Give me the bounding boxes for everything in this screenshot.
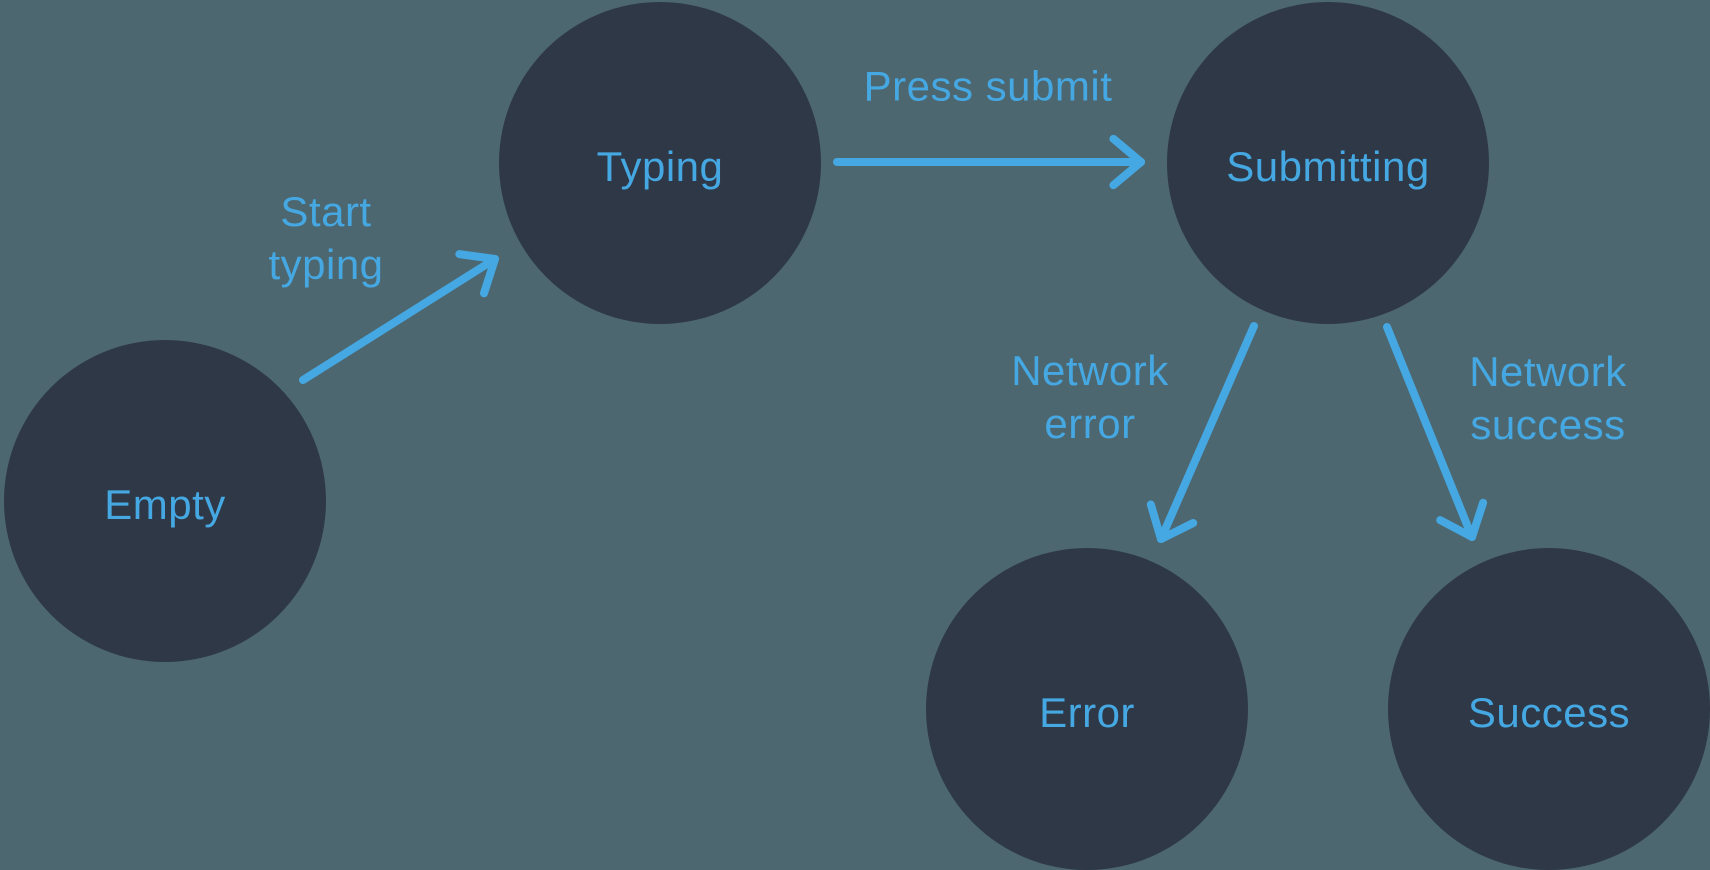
arrow-network-success bbox=[1383, 323, 1488, 541]
edge-label-line: typing bbox=[268, 241, 384, 288]
state-node-success-label: Success bbox=[1467, 689, 1631, 736]
arrow-press-submit bbox=[833, 134, 1145, 190]
edge-label-line: success bbox=[1470, 401, 1626, 448]
state-node-submitting-label: Submitting bbox=[1226, 143, 1430, 190]
arrow-start-typing bbox=[299, 250, 499, 384]
arrow-network-error bbox=[1146, 322, 1258, 543]
state-node-empty-label: Empty bbox=[104, 481, 226, 528]
edge-label-start-typing: Start typing bbox=[268, 185, 383, 291]
edge-label-network-error: Network error bbox=[1011, 344, 1169, 450]
state-node-empty: Empty bbox=[4, 340, 326, 662]
state-node-error-label: Error bbox=[1039, 689, 1135, 736]
state-node-typing: Typing bbox=[499, 2, 821, 324]
edge-label-line: Network bbox=[1469, 348, 1627, 395]
edge-label-line: Network bbox=[1011, 347, 1169, 394]
edge-label-line: Press submit bbox=[863, 62, 1113, 110]
state-node-success: Success bbox=[1388, 548, 1710, 870]
state-node-error: Error bbox=[926, 548, 1248, 870]
state-node-typing-label: Typing bbox=[596, 143, 724, 190]
edge-label-line: error bbox=[1044, 400, 1136, 447]
state-node-submitting: Submitting bbox=[1167, 2, 1489, 324]
edge-label-press-submit: Press submit bbox=[864, 60, 1113, 113]
edge-label-line: Start bbox=[280, 188, 372, 235]
edge-label-network-success: Network success bbox=[1469, 345, 1627, 451]
